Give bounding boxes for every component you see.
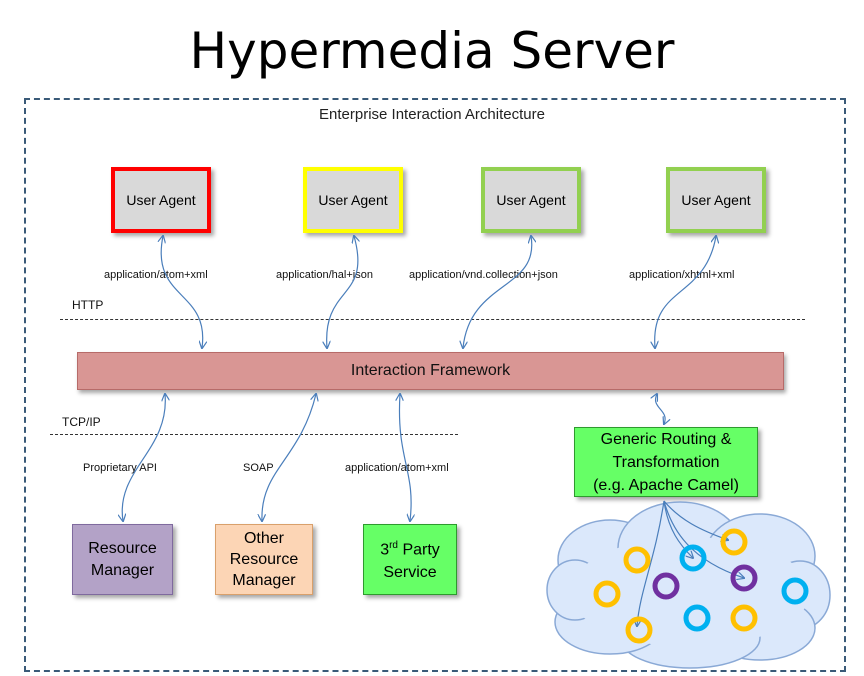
cloud-flow-2 [663, 500, 744, 578]
tcpip-label: TCP/IP [62, 415, 101, 429]
ring-yellow [623, 546, 651, 574]
cloud-flow-4 [663, 500, 693, 558]
user-agent-label: User Agent [496, 192, 566, 208]
ring-yellow [720, 528, 748, 556]
http-label: HTTP [72, 298, 104, 312]
http-boundary [60, 319, 805, 320]
box-label-line: Resource [88, 539, 157, 557]
enterprise-integration-cloud [546, 500, 831, 669]
cloud-flow-1 [637, 500, 665, 626]
user-agent-label: User Agent [318, 192, 388, 208]
label-suffix: Party [398, 541, 440, 559]
box-label-line: (e.g. Apache Camel) [593, 476, 739, 494]
box-label-line: Transformation [612, 453, 720, 471]
user-agent-label: User Agent [126, 192, 196, 208]
box-label-line: 3rd Party [380, 535, 440, 561]
diagram-subtitle: Enterprise Interaction Architecture [319, 106, 545, 123]
connector-agent-collection [463, 236, 532, 348]
user-agent-atom[interactable]: User Agent [111, 167, 211, 233]
user-agent-xhtml[interactable]: User Agent [666, 167, 766, 233]
connector-other-resource-manager [262, 394, 316, 521]
box-label-line: Generic Routing & [600, 430, 732, 448]
ring-blue [781, 577, 809, 605]
ring-blue [679, 544, 707, 572]
cloud-flow-3 [663, 500, 728, 540]
architecture-frame [24, 98, 846, 672]
box-label-line: Resource [229, 551, 299, 568]
connector-agent-xhtml [655, 236, 716, 348]
label-prefix: 3 [380, 541, 390, 559]
ring-yellow [625, 616, 653, 644]
ring-blue [683, 604, 711, 632]
generic-routing-box[interactable]: Generic Routing & Transformation (e.g. Apa… [574, 427, 758, 497]
connector-resource-manager [122, 394, 165, 521]
framework-label: Interaction Framework [350, 362, 511, 379]
connector-routing [655, 394, 665, 424]
box-label-line: Manager [90, 561, 155, 579]
ring-yellow [593, 580, 621, 608]
interaction-framework[interactable]: Interaction Framework [77, 352, 784, 390]
user-agent-label: User Agent [681, 192, 751, 208]
tcpip-boundary [50, 434, 458, 435]
user-agent-collection[interactable]: User Agent [481, 167, 581, 233]
box-label-line: Service [383, 563, 437, 581]
user-agent-hal[interactable]: User Agent [303, 167, 403, 233]
page-title: Hypermedia Server [189, 22, 675, 80]
connector-agent-atom [161, 236, 203, 348]
ring-purple [652, 572, 680, 600]
ring-yellow [730, 604, 758, 632]
ring-purple [730, 564, 758, 592]
label-superscript: rd [389, 540, 398, 552]
connector-agent-hal [327, 236, 358, 348]
connector-third-party [399, 394, 411, 521]
box-label-line: Other [243, 530, 284, 547]
box-label-line: Manager [232, 572, 296, 589]
